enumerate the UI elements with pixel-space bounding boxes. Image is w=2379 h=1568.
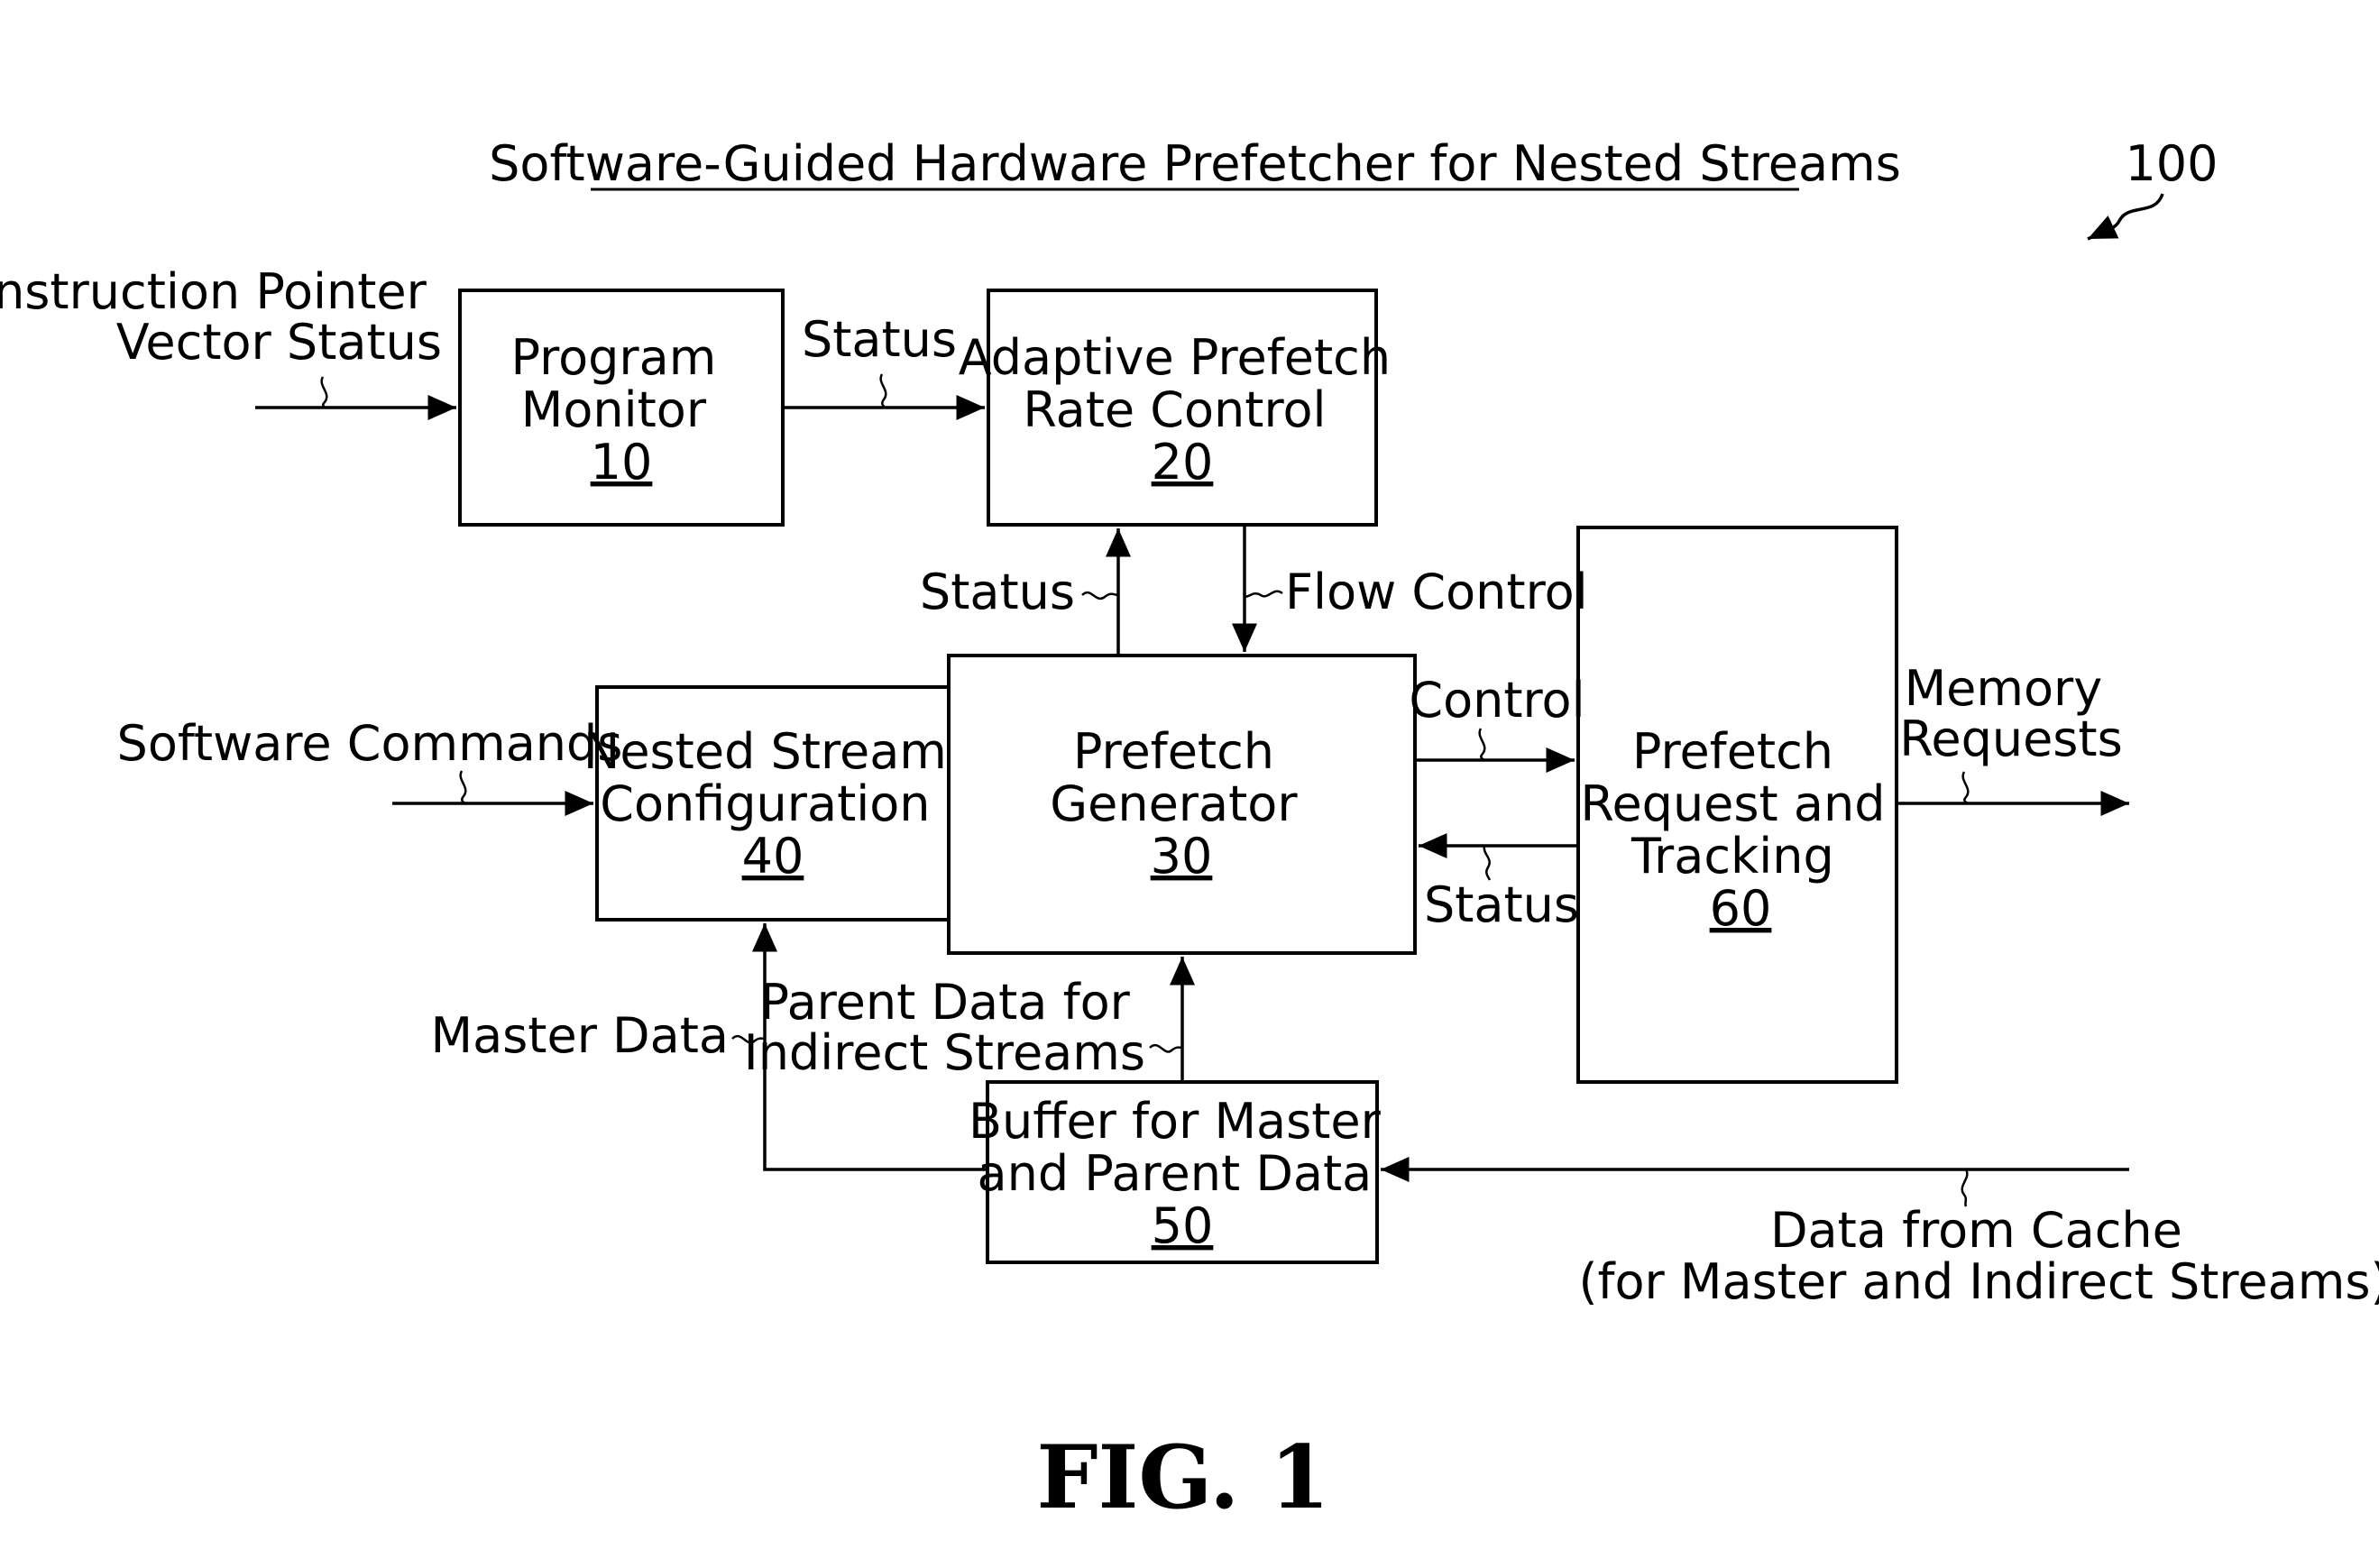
figure-label: FIG. 1 [1036, 1426, 1329, 1528]
svg-text:Prefetch Request and T: Prefetch Request and Tracking 60 [1580, 723, 1900, 937]
request-tracking-label-line3: Tracking [1630, 828, 1834, 885]
svg-text:Program Monitor 10: Program Monitor 10 [510, 329, 731, 491]
master-data-squiggle [731, 1034, 766, 1044]
nested-stream-number: 40 [742, 828, 804, 885]
data-from-cache-label-line2: (for Master and Indirect Streams) [1578, 1253, 2379, 1310]
status-rt-pg-squiggle [1483, 845, 1492, 881]
svg-text:Adaptive Prefetch Rate Con: Adaptive Prefetch Rate Control 20 [959, 329, 1407, 491]
rate-control-label-line1: Adaptive Prefetch [959, 329, 1391, 386]
status-pm-rc-label: Status [802, 311, 957, 368]
prefetch-generator-label-line1: Prefetch [1073, 723, 1274, 780]
flow-control-squiggle [1244, 590, 1283, 599]
request-tracking-label-line1: Prefetch [1632, 723, 1833, 780]
svg-text:Memory Requests: Memory Requests [1899, 660, 2122, 767]
reference-number: 100 [2125, 135, 2218, 192]
svg-text:Instruction Pointer Vector: Instruction Pointer Vector Status [0, 263, 442, 371]
software-commands-squiggle [459, 770, 467, 805]
memory-requests-label-line2: Requests [1899, 711, 2122, 767]
buffer-label-line2: and Parent Data [978, 1145, 1373, 1202]
buffer-number: 50 [1152, 1197, 1214, 1254]
svg-text:Buffer for Master and Pare: Buffer for Master and Parent Data 50 [969, 1093, 1396, 1254]
nested-stream-label-line1: Nested Stream [583, 723, 947, 780]
program-monitor-number: 10 [591, 434, 653, 491]
buffer-label-line1: Buffer for Master [969, 1093, 1382, 1150]
ip-vector-label-line2: Vector Status [116, 314, 442, 371]
nested-stream-label-line2: Configuration [600, 775, 930, 832]
ip-vector-squiggle [320, 376, 328, 409]
memory-requests-label-line1: Memory [1905, 660, 2103, 717]
request-tracking-label-line2: Request and [1580, 775, 1885, 832]
status-pg-rc-label: Status [920, 564, 1075, 620]
flow-control-label: Flow Control [1285, 564, 1588, 620]
ip-vector-label-line1: Instruction Pointer [0, 263, 427, 320]
svg-text:Data from Cache (for Maste: Data from Cache (for Master and Indirect… [1578, 1202, 2379, 1310]
program-monitor-label-line2: Monitor [521, 381, 707, 438]
status-pg-rc-squiggle [1081, 591, 1119, 601]
data-from-cache-squiggle [1961, 1169, 1969, 1207]
status-pm-rc-squiggle [879, 373, 887, 409]
control-squiggle [1478, 728, 1486, 762]
rate-control-number: 20 [1152, 434, 1214, 491]
svg-text:Parent Data for Indirect S: Parent Data for Indirect Streams [744, 974, 1145, 1081]
prefetch-generator-box [947, 654, 1417, 955]
parent-data-label-line1: Parent Data for [759, 974, 1130, 1031]
program-monitor-label-line1: Program [510, 329, 716, 386]
parent-data-squiggle [1149, 1043, 1183, 1053]
software-commands-label: Software Commands [117, 715, 623, 772]
svg-text:Prefetch Generator 30: Prefetch Generator 30 [1050, 723, 1312, 885]
status-rt-pg-label: Status [1424, 876, 1579, 933]
prefetch-generator-label-line2: Generator [1050, 775, 1298, 832]
diagram-title: Software-Guided Hardware Prefetcher for … [489, 135, 1901, 192]
rate-control-label-line2: Rate Control [1023, 381, 1326, 438]
data-from-cache-label-line1: Data from Cache [1770, 1202, 2182, 1259]
memory-requests-squiggle [1961, 771, 1970, 805]
request-tracking-number: 60 [1710, 880, 1772, 937]
parent-data-label-line2: Indirect Streams [744, 1024, 1145, 1081]
control-label: Control [1409, 672, 1584, 729]
master-data-arrow [752, 923, 987, 1171]
reference-leader-arrow [2087, 193, 2164, 241]
prefetch-generator-number: 30 [1151, 828, 1213, 885]
rate-control-box [987, 289, 1378, 527]
svg-text:Nested Stream Configuratio: Nested Stream Configuration 40 [583, 723, 962, 885]
master-data-label: Master Data [430, 1007, 729, 1064]
